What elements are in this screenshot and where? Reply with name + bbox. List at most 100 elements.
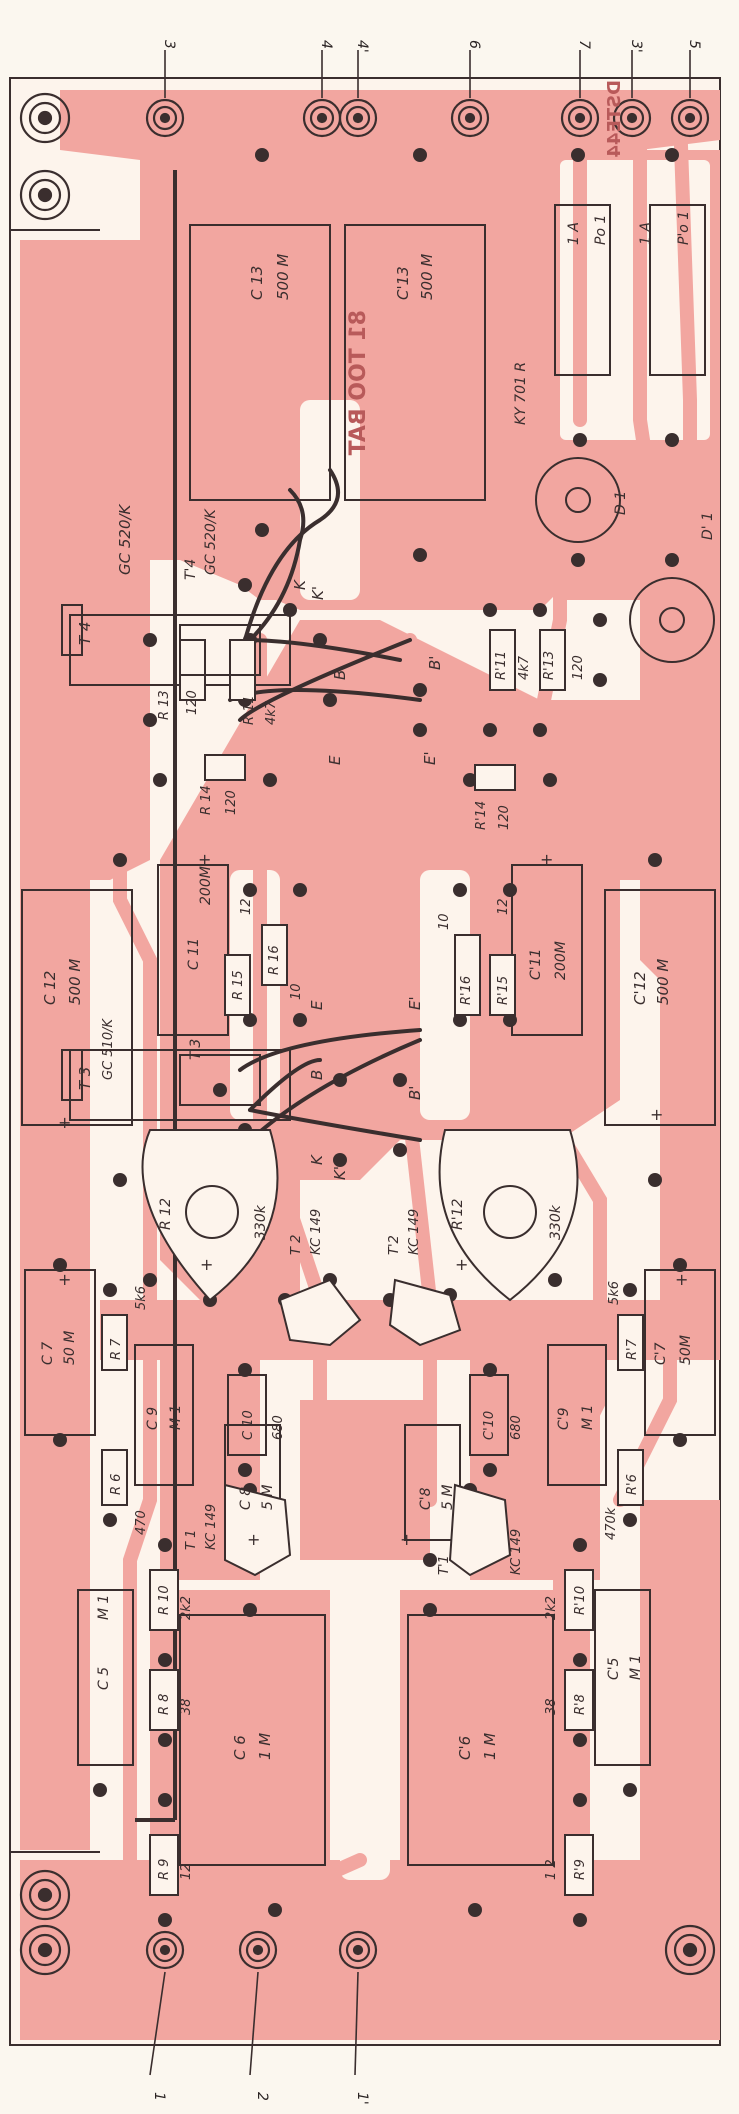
mount-hole	[28, 1933, 62, 1967]
r15-ref: R 15	[231, 970, 246, 1000]
gap	[340, 1580, 390, 1880]
pin-label-1: 1	[151, 2092, 167, 2101]
r8p-value: 38	[544, 1698, 559, 1715]
c11p-plus: +	[540, 850, 553, 869]
solder-pad	[483, 1363, 497, 1377]
t1-body	[224, 1483, 292, 1577]
trace	[463, 111, 607, 1907]
c9p-ref: C'9	[556, 1407, 572, 1430]
t1p-ref: T'1	[437, 1555, 452, 1575]
solder-pad	[113, 1173, 127, 1187]
c10-body	[227, 1374, 267, 1456]
fuse1-ref: Po 1	[593, 215, 609, 245]
r12-plus: +	[200, 1255, 213, 1274]
mount-hole	[673, 1933, 707, 1967]
mirrored-edge-text: DSTE44	[604, 80, 625, 158]
solder-pad	[571, 553, 585, 567]
pin-label-3: 3	[161, 40, 177, 49]
r12p-ref: R'12	[450, 1199, 466, 1230]
solder-pad	[143, 633, 157, 647]
r14-value: 120	[224, 790, 239, 815]
r11-value: 4k7	[264, 700, 279, 725]
c6p-value: 1 M	[481, 1733, 499, 1760]
mount-hole	[664, 1924, 716, 1976]
pin-label-6: 6	[466, 40, 482, 49]
pin-pad-3p	[612, 98, 652, 138]
r11-body	[229, 639, 256, 701]
c6-value: 1 M	[256, 1733, 274, 1760]
c11-ref: C 11	[186, 938, 202, 970]
t3-body	[69, 1049, 291, 1121]
mount-hole	[28, 178, 62, 212]
solder-pad	[393, 1143, 407, 1157]
mount-hole	[37, 1942, 53, 1958]
r9-body	[149, 1834, 179, 1896]
pin-pad-2	[238, 1930, 278, 1970]
c11p-body	[511, 864, 583, 1036]
solder-pad	[503, 1013, 517, 1027]
wire	[243, 468, 340, 642]
mount-hole	[37, 187, 53, 203]
pin-pad-6	[464, 112, 476, 124]
r6p-body	[617, 1449, 644, 1506]
c6-body	[179, 1614, 326, 1866]
r7p-body	[617, 1314, 644, 1371]
r11p-body	[489, 629, 516, 691]
r8-body	[149, 1669, 179, 1731]
mount-hole	[28, 101, 62, 135]
r6-body	[101, 1449, 128, 1506]
diodes	[535, 457, 715, 663]
c7p-plus: +	[675, 1270, 688, 1289]
r15p-value: 12	[496, 898, 511, 915]
solder-pad	[623, 1283, 637, 1297]
r16p-ref: R'16	[459, 976, 474, 1005]
solder-pad	[153, 773, 167, 787]
solder-pad	[453, 883, 467, 897]
pin-pad-5	[677, 105, 703, 131]
c12-plus: +	[58, 1113, 71, 1132]
solder-pad	[673, 1258, 687, 1272]
c13p-body	[344, 224, 486, 501]
r10p-ref: R'10	[573, 1586, 588, 1615]
r7-value: 5k6	[134, 1286, 149, 1310]
copper-region	[20, 880, 90, 1850]
solder-pad	[238, 1363, 252, 1377]
c13p-ref: C'13	[394, 266, 412, 300]
t2-ref: T 2	[289, 1235, 304, 1255]
copper-region	[640, 1500, 720, 2040]
solder-pad	[333, 1153, 347, 1167]
pin-pad-1	[152, 1937, 178, 1963]
wire	[238, 1028, 422, 1072]
wire	[238, 638, 412, 722]
solder-pad	[103, 1283, 117, 1297]
mount-hole	[682, 1942, 698, 1958]
pin-leader-line	[249, 1971, 259, 2076]
solder-pad	[468, 1903, 482, 1917]
fuse2-body	[649, 204, 706, 376]
r8-ref: R 8	[157, 1694, 172, 1715]
r16-value: 10	[289, 983, 304, 1000]
solder-pad	[243, 883, 257, 897]
pin-leader-line	[354, 1971, 359, 2076]
solder-pad	[323, 693, 337, 707]
solder-pad	[255, 523, 269, 537]
r11p-ref: R'11	[494, 651, 509, 680]
solder-pad	[665, 148, 679, 162]
solder-pad	[143, 1273, 157, 1287]
r12p-plus: +	[455, 1255, 468, 1274]
solder-pad	[243, 1603, 257, 1617]
r6p-ref: R'6	[625, 1474, 640, 1495]
solder-pad	[573, 1653, 587, 1667]
t3-label: T 3	[76, 1067, 94, 1090]
r7-ref: R 7	[109, 1338, 124, 1360]
r15-body	[224, 954, 251, 1016]
c10-ref: C 10	[241, 1410, 256, 1440]
solder-pad	[213, 1083, 227, 1097]
t1-type: KC 149	[204, 1504, 219, 1550]
solder-pad	[543, 773, 557, 787]
t2-body	[278, 1278, 362, 1347]
pin-pad-3p	[626, 112, 638, 124]
r8p-ref: R'8	[573, 1694, 588, 1715]
solder-pad	[573, 1913, 587, 1927]
copper-region	[300, 1400, 430, 1560]
